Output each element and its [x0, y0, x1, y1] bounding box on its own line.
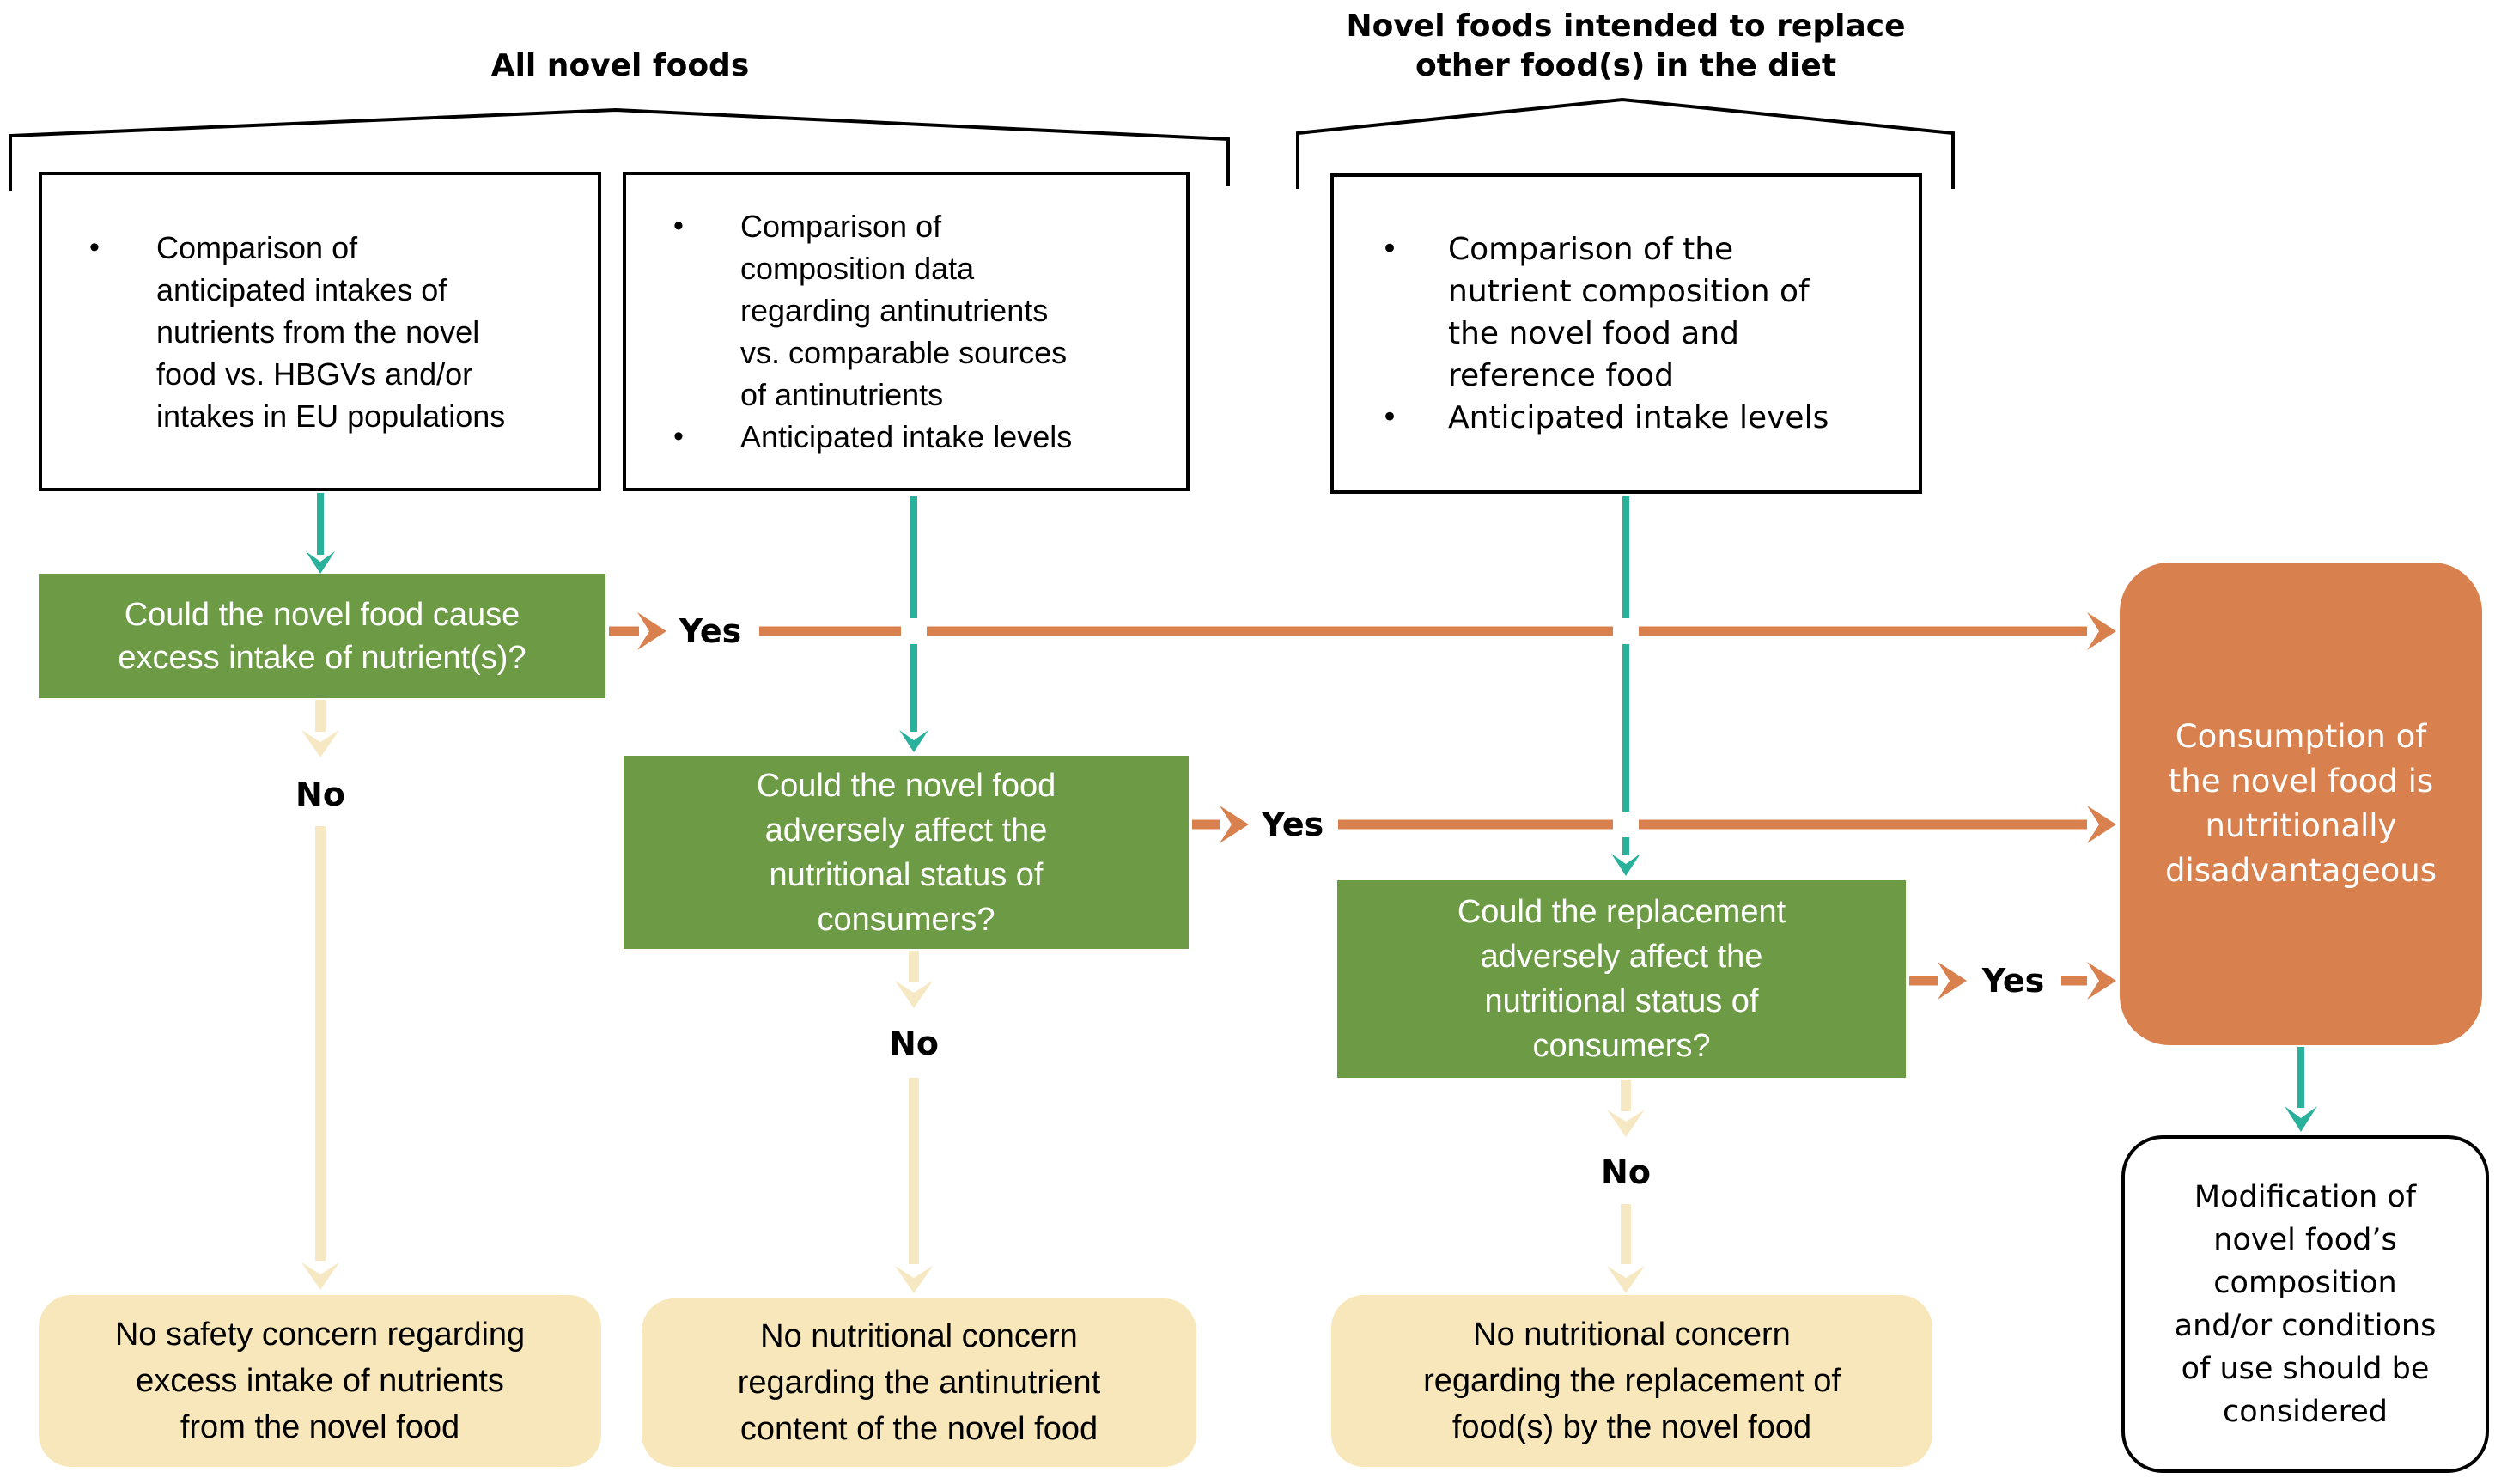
evidence-bullet: Comparison of the nutrient composition o…: [1448, 232, 1810, 393]
evidence-box-intakes: Comparison of anticipated intakes of nut…: [39, 172, 601, 491]
outcome-nutritionally-disadvantageous: Consumption of the novel food is nutriti…: [2120, 563, 2482, 1045]
evidence-box-antinutrients: Comparison of composition data regarding…: [623, 172, 1190, 491]
decision-excess-intake: Could the novel food cause excess intake…: [39, 574, 605, 698]
yes-arrowhead-3: [2087, 962, 2116, 1000]
outcome-no-antinutrient-concern: No nutritional concern regarding the ant…: [642, 1298, 1196, 1467]
no-arrowhead-3b: [1607, 1266, 1645, 1293]
yes-arrowhead-2-stub: [1220, 806, 1249, 843]
header-replacement-foods: Novel foods intended to replace other fo…: [1346, 9, 1906, 83]
outcome-no-replacement-concern: No nutritional concern regarding the rep…: [1331, 1295, 1932, 1467]
yes-label-2: Yes: [1261, 806, 1324, 843]
evidence-box-replacement: Comparison of the nutrient composition o…: [1330, 173, 1922, 494]
no-label-2: No: [889, 1025, 939, 1062]
brace-all-novel-foods-icon: [9, 107, 1230, 191]
brace-replacement-foods-icon: [1296, 97, 1955, 189]
no-arrowhead-2a: [895, 981, 933, 1008]
decision-nutritional-status: Could the novel food adversely affect th…: [624, 756, 1189, 949]
evidence-bullet: Comparison of anticipated intakes of nut…: [156, 229, 506, 434]
bullet-icon: [1381, 228, 1448, 271]
yes-arrowhead-3-stub: [1938, 962, 1967, 1000]
yes-label-3: Yes: [1981, 962, 2045, 1000]
evidence-bullet: Anticipated intake levels: [1448, 400, 1829, 435]
teal-arrowhead-3: [1611, 854, 1640, 876]
decision-replacement-status: Could the replacement adversely affect t…: [1337, 880, 1906, 1078]
outcome-no-safety-concern: No safety concern regarding excess intak…: [39, 1295, 601, 1467]
bullet-icon: [673, 205, 740, 247]
bullet-icon: [89, 227, 156, 269]
yes-arrowhead-1-stub: [637, 612, 666, 650]
header-all-novel-foods: All novel foods: [490, 48, 750, 83]
bullet-icon: [1381, 397, 1448, 439]
no-arrowhead-2b: [895, 1266, 933, 1293]
outcome-modification-considered: Modification of novel food’s composition…: [2121, 1135, 2489, 1473]
teal-arrowhead-1: [306, 551, 335, 574]
no-arrowhead-3a: [1607, 1110, 1645, 1137]
no-arrowhead-1b: [301, 1262, 339, 1290]
evidence-bullet: Anticipated intake levels: [740, 419, 1073, 454]
teal-arrowhead-4: [2285, 1106, 2317, 1132]
teal-arrowhead-2: [899, 730, 928, 752]
bullet-icon: [673, 416, 740, 458]
no-arrowhead-1a: [301, 730, 339, 757]
yes-label-1: Yes: [679, 612, 742, 650]
no-label-3: No: [1601, 1153, 1651, 1191]
yes-arrowhead-1: [2087, 612, 2116, 650]
evidence-bullet: Comparison of composition data regarding…: [740, 209, 1068, 412]
yes-arrowhead-2: [2087, 806, 2116, 843]
no-label-1: No: [295, 775, 345, 813]
